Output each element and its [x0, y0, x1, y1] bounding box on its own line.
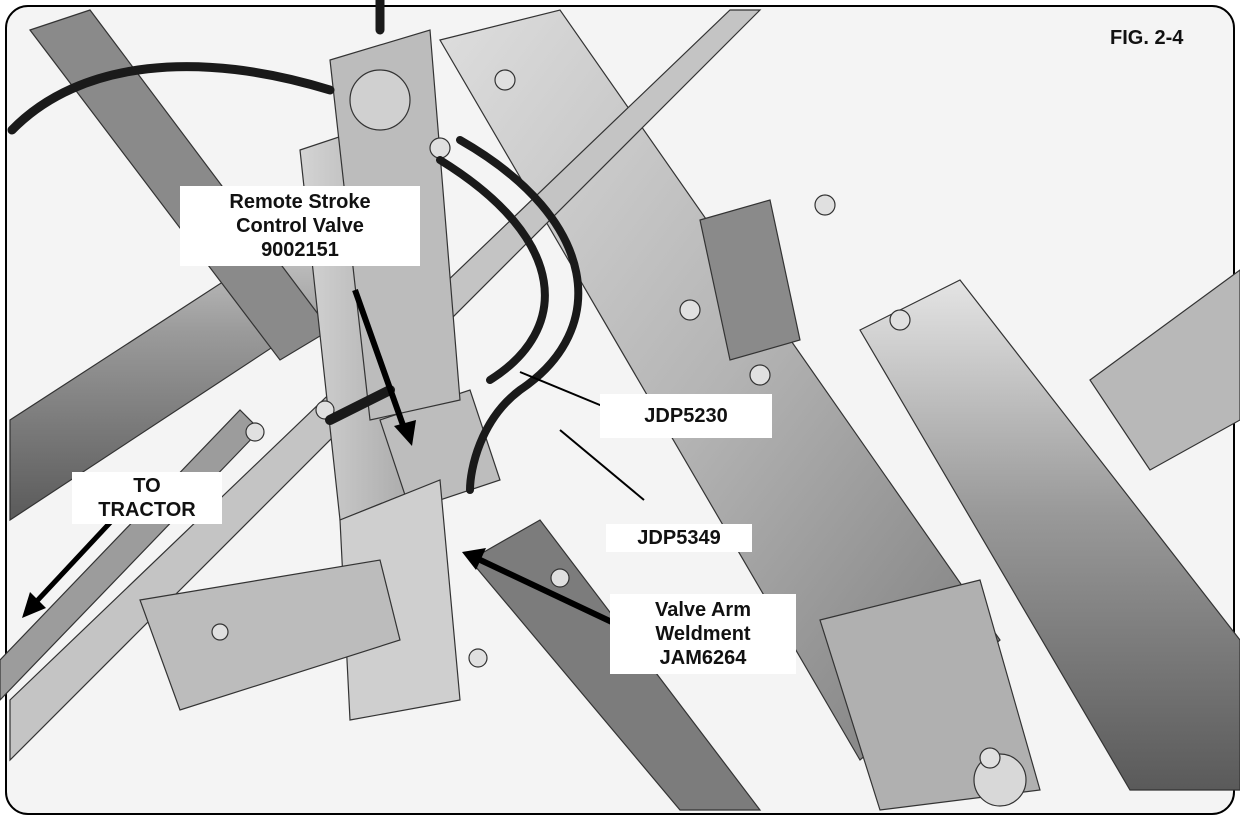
bolt — [468, 648, 488, 668]
bolt — [550, 568, 570, 588]
arrowhead-tractor — [22, 592, 46, 618]
label-line: TRACTOR — [98, 499, 196, 521]
bolt — [211, 623, 229, 641]
machine-parts — [0, 9, 1240, 811]
arrow-tractor-shaft — [34, 510, 122, 604]
part-number: JAM6264 — [659, 647, 747, 669]
leader-jdp5349 — [559, 429, 645, 501]
bolts — [211, 69, 1001, 769]
arrow-valve-shaft — [352, 288, 407, 430]
bolt — [889, 309, 911, 331]
label-remote-stroke-control-valve: Remote Stroke Control Valve 9002151 — [180, 186, 420, 266]
figure-title: FIG. 2-4 — [1110, 27, 1184, 49]
hose-top-left — [7, 62, 335, 135]
label-line: Valve Arm — [655, 599, 751, 621]
hose-valve — [325, 385, 395, 425]
arrowheads — [22, 420, 486, 618]
bolt — [749, 364, 771, 386]
leader-lines — [34, 288, 645, 627]
hose-loop-1 — [456, 136, 583, 494]
hose-loop-2 — [436, 156, 549, 384]
bolt — [429, 137, 451, 159]
label-valve-arm-weldment: Valve Arm Weldment JAM6264 — [610, 594, 796, 674]
label-line: Weldment — [655, 623, 751, 645]
mount-plate — [699, 199, 801, 361]
arrowhead-valve — [394, 420, 416, 446]
leader-jdp5230 — [519, 371, 613, 411]
arrow-arm-shaft — [474, 555, 618, 627]
bolt — [494, 69, 516, 91]
label-line: TO — [133, 475, 161, 497]
bolt — [814, 194, 836, 216]
bolt — [979, 747, 1001, 769]
label-line: Remote Stroke — [229, 191, 371, 213]
bolt — [245, 422, 265, 442]
hydraulic-cylinder — [859, 279, 1240, 791]
bolt — [679, 299, 701, 321]
cross-tube-right — [1089, 269, 1240, 471]
hoses — [7, 0, 583, 494]
label-to-tractor: TO TRACTOR — [72, 472, 222, 524]
clevis-bracket — [139, 559, 401, 711]
label-jdp5230: JDP5230 — [600, 394, 772, 438]
bolt — [315, 400, 335, 420]
main-tube — [439, 9, 1001, 761]
label-jdp5349: JDP5349 — [606, 524, 752, 552]
label-line: Control Valve — [236, 215, 364, 237]
part-number: 9002151 — [261, 239, 339, 261]
top-link-pin — [349, 69, 411, 131]
arrowhead-arm — [462, 548, 486, 570]
